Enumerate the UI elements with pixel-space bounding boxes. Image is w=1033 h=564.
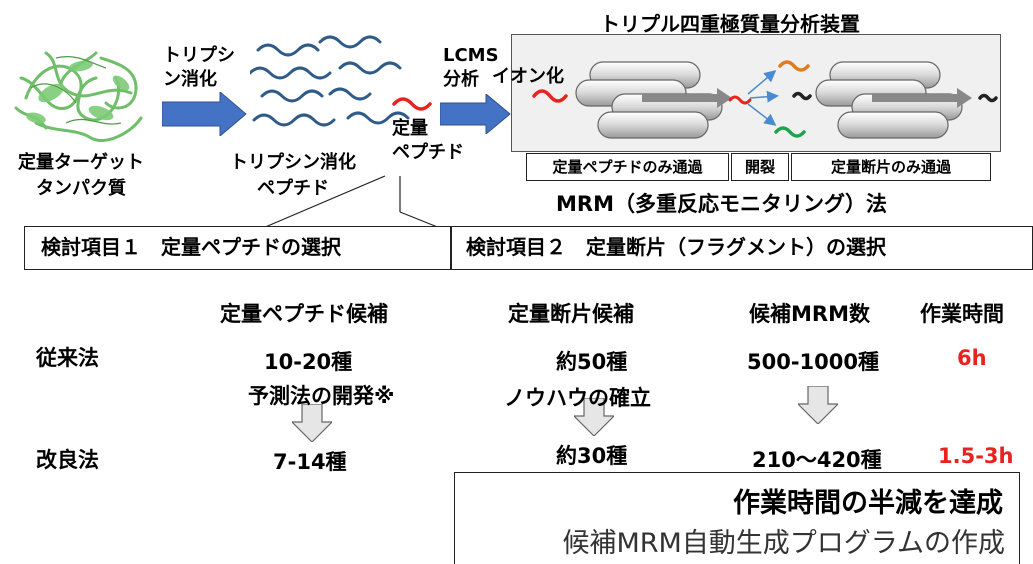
ionization-label: イオン化 [492, 66, 564, 87]
conventional-peptides: 10-20種 [264, 350, 353, 374]
instrument-illustration [532, 60, 998, 139]
digested-peptides-line2: ペプチド [257, 178, 329, 199]
result-headline: 作業時間の半減を達成 [733, 488, 1003, 519]
quant-peptide-squiggle-icon [392, 97, 432, 111]
improved-mrm: 210～420種 [752, 448, 882, 472]
improvement-knowhow: ノウハウの確立 [504, 386, 651, 410]
header-quant-peptide: 定量ペプチド候補 [220, 302, 388, 326]
item1-label: 検討項目１ 定量ペプチドの選択 [41, 235, 341, 259]
improvement-prediction: 予測法の開発※ [248, 384, 395, 408]
method-name: MRM（多重反応モニタリング）法 [556, 192, 887, 216]
row-conventional-label: 従来法 [36, 346, 99, 370]
instrument-title: トリプル四重極質量分析装置 [600, 12, 860, 36]
conventional-mrm: 500-1000種 [747, 350, 879, 374]
stage-q1-label: 定量ペプチドのみ通過 [552, 158, 703, 176]
peptides-illustration [250, 35, 410, 127]
down-arrow-icon [292, 404, 332, 442]
conventional-time: 6h [957, 346, 987, 370]
lcms-step-line2: 分析 [443, 69, 479, 90]
stage-q3-box: 定量断片のみ通過 [791, 153, 991, 181]
digestion-step-label: トリプシ ン消化 [163, 44, 235, 92]
digestion-arrow-icon [162, 92, 247, 136]
stage-cleave-box: 開裂 [731, 153, 789, 181]
stage-cleave-label: 開裂 [744, 158, 775, 176]
result-subline: 候補MRM自動生成プログラムの作成 [562, 528, 1005, 559]
conventional-fragments: 約50種 [556, 350, 628, 374]
digested-peptides-line1: トリプシン消化 [230, 152, 356, 173]
quant-peptide-line1: 定量 [392, 118, 428, 139]
lcms-step-line1: LCMS [443, 45, 499, 66]
improved-peptides: 7-14種 [273, 450, 347, 474]
down-arrow-icon [798, 386, 838, 424]
quant-peptide-label: 定量 ペプチド [392, 117, 464, 165]
stage-q1-box: 定量ペプチドのみ通過 [526, 153, 729, 181]
improved-time: 1.5-3h [938, 444, 1014, 468]
header-fragment: 定量断片候補 [508, 302, 634, 326]
header-work-time: 作業時間 [920, 302, 1004, 326]
item1-box: 検討項目１ 定量ペプチドの選択 [24, 226, 451, 270]
item2-label: 検討項目２ 定量断片（フラグメント）の選択 [466, 235, 886, 259]
target-protein-label: 定量ターゲット タンパク質 [18, 150, 144, 202]
quant-peptide-line2: ペプチド [392, 142, 464, 163]
digested-peptides-label: トリプシン消化 ペプチド [230, 150, 356, 202]
stage-q3-label: 定量断片のみ通過 [830, 158, 951, 176]
result-box: 作業時間の半減を達成 候補MRM自動生成プログラムの作成 [454, 472, 1020, 564]
down-arrow-icon [574, 398, 614, 436]
protein-structure-image [14, 51, 143, 142]
item2-box: 検討項目２ 定量断片（フラグメント）の選択 [451, 226, 1033, 270]
target-protein-line2: タンパク質 [36, 178, 126, 199]
row-improved-label: 改良法 [36, 448, 99, 472]
header-mrm-count: 候補MRM数 [749, 302, 870, 326]
target-protein-line1: 定量ターゲット [18, 152, 144, 173]
digestion-step-line1: トリプシ [163, 45, 235, 66]
lcms-step-label: LCMS 分析 [443, 44, 499, 92]
lcms-arrow-icon [440, 94, 511, 134]
improved-fragments: 約30種 [556, 444, 628, 468]
digestion-step-line2: ン消化 [163, 69, 217, 90]
